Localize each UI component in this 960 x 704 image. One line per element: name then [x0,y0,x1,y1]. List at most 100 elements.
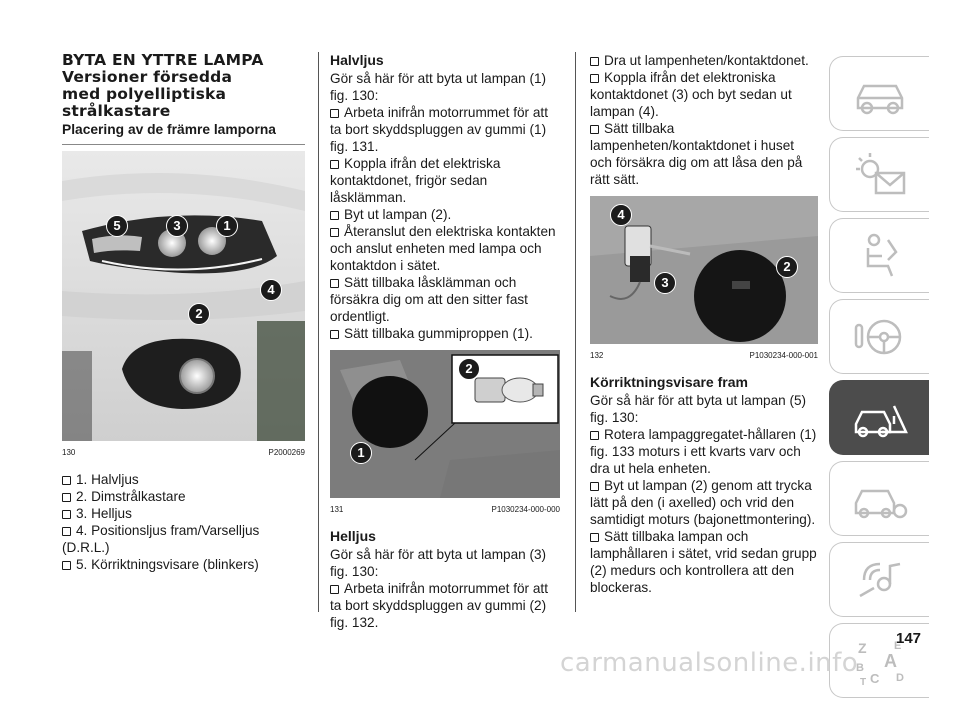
callout-2: 2 [188,303,210,325]
list-item: Byt ut lampan (2) genom att trycka lätt … [590,478,816,527]
list-item: Koppla ifrån det elektriska kontaktdonet… [330,156,501,205]
checkbox-icon [330,585,339,594]
list-item: Arbeta inifrån motorrummet för att ta bo… [330,581,548,630]
list-item: Koppla ifrån det elektroniska kontaktdon… [590,70,792,119]
checkbox-icon [590,482,599,491]
multimedia-icon [858,562,900,597]
checkbox-icon [330,228,339,237]
list-item: Dra ut lampenheten/kontaktdonet. [590,52,818,69]
tab-car-dashboard[interactable] [829,56,929,131]
intro-text: Gör så här för att byta ut lampan (5) fi… [590,393,807,425]
figure-130: 5 3 1 4 2 [62,151,305,441]
list-item: Sätt tillbaka gummiproppen (1). [330,325,560,342]
checkbox-icon [62,476,71,485]
index-letter-c: C [870,671,880,686]
intro-text: Gör så här för att byta ut lampan (3) fi… [330,547,547,579]
tab-steering-wheel[interactable] [829,299,929,374]
index-letter-t: T [860,677,866,687]
callout-3: 3 [166,215,188,237]
divider [62,144,305,145]
seat-airbag-icon [866,233,898,276]
callout-2: 2 [776,256,798,278]
figure-caption: 131 P1030234-000-000 [330,501,560,518]
watermark: carmanualsonline.info [560,648,859,678]
callout-5: 5 [106,215,128,237]
list-item: Rotera lampaggregatet-hållaren (1) fig. … [590,427,817,476]
callout-1: 1 [216,215,238,237]
checkbox-icon [330,109,339,118]
checkbox-icon [590,431,599,440]
callout-3: 3 [654,272,676,294]
index-letter-d: D [896,672,904,684]
list-item: Arbeta inifrån motorrummet för att ta bo… [330,105,548,154]
tab-seat-airbag[interactable] [829,218,929,293]
car-maintenance-icon [854,489,907,518]
checkbox-icon [62,510,71,519]
checkbox-icon [330,279,339,288]
column-2: Halvljus Gör så här för att byta ut lamp… [330,52,560,631]
column-divider [318,52,319,612]
tab-car-breakdown[interactable] [829,380,929,455]
lamp-list: 1. Halvljus 2. Dimstrålkastare 3. Hellju… [62,471,305,573]
list-item: 2. Dimstrålkastare [62,488,305,505]
callout-1: 1 [350,442,372,464]
list-item: 5. Körriktningsvisare (blinkers) [62,556,305,573]
checkbox-icon [330,160,339,169]
chapter-tabs: Z E A B C T D [829,56,929,704]
heading-korriktningsvisare: Körriktningsvisare fram [590,374,748,390]
column-1: BYTA EN YTTRE LAMPA Versioner försedda m… [62,52,305,573]
figure-131: 2 1 [330,350,560,498]
car-breakdown-icon [854,404,908,437]
figure-number: 132 [590,351,604,360]
list-item: Sätt tillbaka låsklämman och försäkra di… [330,275,528,324]
column-divider [575,52,576,612]
index-letter-z: Z [858,640,867,656]
lights-message-icon [855,152,905,194]
checkbox-icon [330,330,339,339]
callout-2: 2 [458,358,480,380]
index-letter-a: A [884,651,897,671]
list-item: 3. Helljus [62,505,305,522]
alphabetical-index-icon: Z E A B C T D [856,640,904,687]
callout-4: 4 [260,279,282,301]
intro-text: Gör så här för att byta ut lampan (1) fi… [330,71,547,103]
figure-code: P1030234-000-001 [749,351,818,360]
heading-helljus: Helljus [330,528,376,544]
section-title: BYTA EN YTTRE LAMPA Versioner försedda m… [62,51,264,120]
page-number: 147 [896,630,922,647]
checkbox-icon [590,125,599,134]
list-item: Byt ut lampan (2). [330,206,560,223]
figure-number: 130 [62,448,76,457]
list-item: Återanslut den elektriska kontakten och … [330,224,556,273]
tab-car-maintenance[interactable] [829,461,929,536]
headlight-photo [62,151,305,441]
figure-code: P2000269 [268,448,305,457]
checkbox-icon [590,533,599,542]
list-item: Sätt tillbaka lampan och lamphållaren i … [590,529,817,595]
tab-multimedia[interactable] [829,542,929,617]
callout-4: 4 [610,204,632,226]
car-dashboard-icon [856,84,903,114]
step-list: Dra ut lampenheten/kontaktdonet. Koppla … [590,52,818,188]
index-letter-e: E [894,640,901,652]
checkbox-icon [330,211,339,220]
column-3: Dra ut lampenheten/kontaktdonet. Koppla … [590,52,818,596]
checkbox-icon [62,493,71,502]
steering-wheel-icon [854,319,901,354]
checkbox-icon [590,74,599,83]
list-item: Sätt tillbaka lampenheten/kontaktdonet i… [590,121,803,187]
engine-bay-photo [330,350,560,498]
figure-caption: 130 P2000269 [62,444,305,461]
figure-code: P1030234-000-000 [491,505,560,514]
figure-number: 131 [330,505,344,514]
checkbox-icon [62,527,71,536]
checkbox-icon [590,57,599,66]
section-subtitle: Placering av de främre lamporna [62,122,276,137]
figure-caption: 132 P1030234-000-001 [590,347,818,364]
figure-132: 4 3 2 [590,196,818,344]
step-list: Arbeta inifrån motorrummet för att ta bo… [330,104,560,342]
step-list: Rotera lampaggregatet-hållaren (1) fig. … [590,426,818,596]
checkbox-icon [62,561,71,570]
index-letter-b: B [856,662,864,674]
tab-lights-message[interactable] [829,137,929,212]
